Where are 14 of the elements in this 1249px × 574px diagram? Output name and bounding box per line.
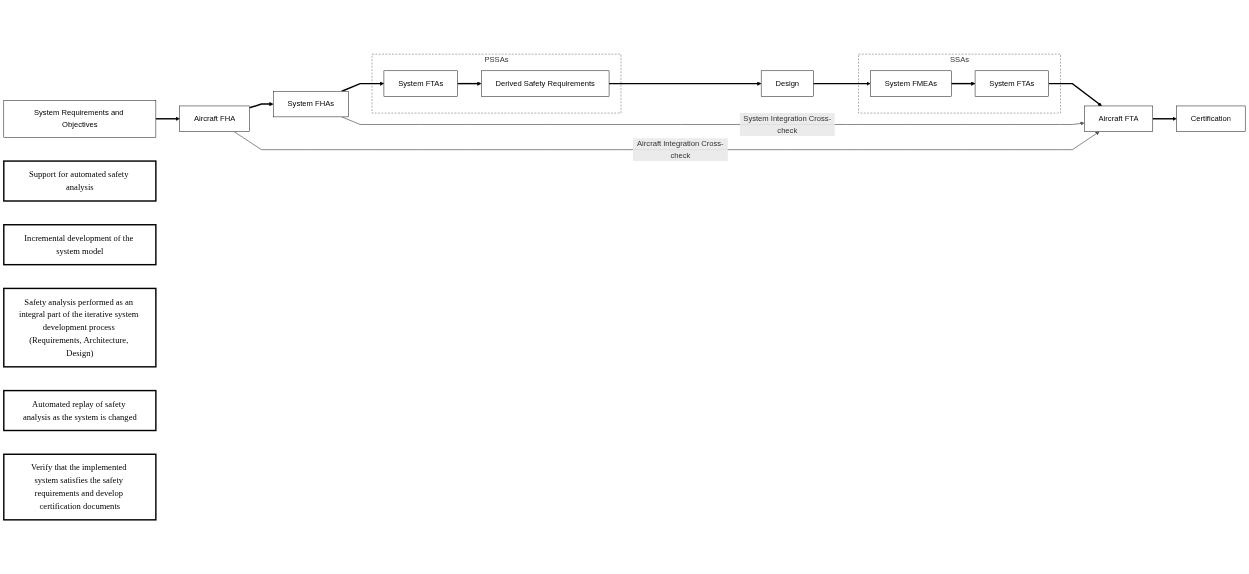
arrow xyxy=(341,81,385,92)
arrow xyxy=(812,81,871,86)
node-box: Incremental development of the system model xyxy=(3,224,157,266)
node-box: Support for automated safety analysis xyxy=(3,160,157,202)
arrow xyxy=(608,81,762,86)
node-box: Safety analysis performed as an integral part of the iterative system development process (Requirements, Architecture, Design) xyxy=(3,287,157,368)
node-box: Automated replay of safety analysis as the system is changed xyxy=(3,389,157,432)
node-box: Verify that the implemented system satisfies the safety requirements and develop certification documents xyxy=(3,453,157,521)
arrow xyxy=(950,81,976,86)
arrow xyxy=(1047,82,1102,107)
arrow xyxy=(155,116,180,121)
arrow xyxy=(1152,116,1177,121)
arrow xyxy=(248,101,274,109)
arrow xyxy=(456,81,482,86)
